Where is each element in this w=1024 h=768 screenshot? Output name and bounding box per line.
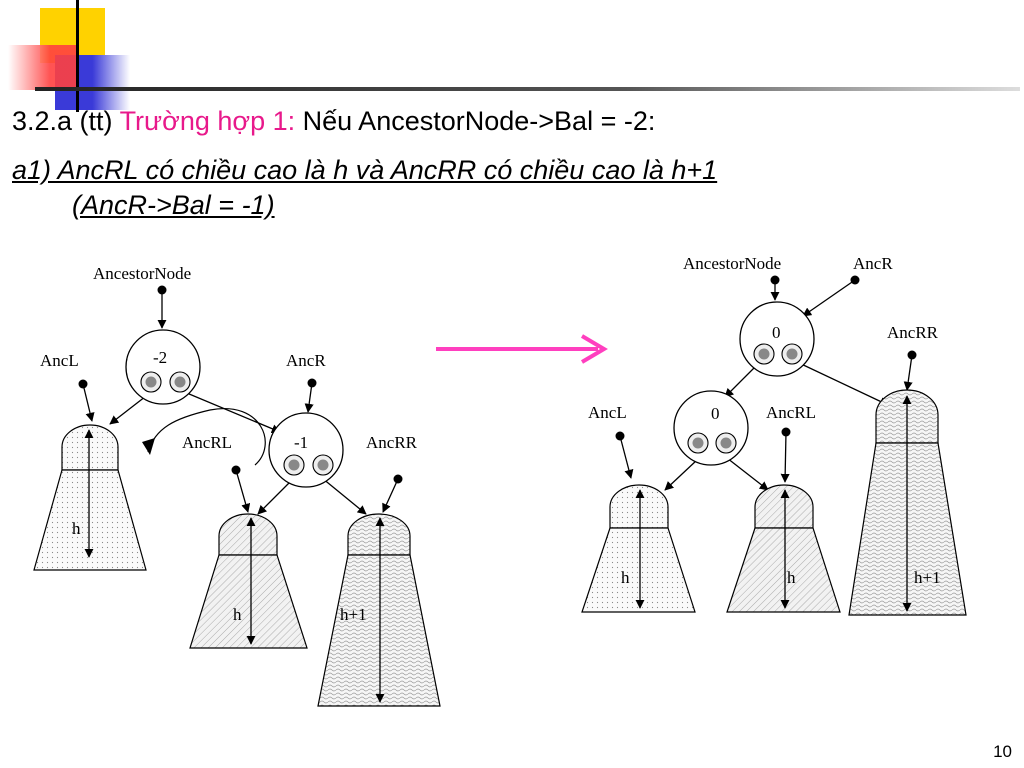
ptr-after-ancrr-line: [903, 354, 913, 391]
label-after-ancr: AncR: [853, 254, 893, 273]
label-before-ancl: AncL: [40, 351, 79, 370]
label-before-ancestor: AncestorNode: [93, 264, 191, 283]
label-before-ancrr: AncRR: [366, 433, 418, 452]
height-before-ancl: h: [72, 519, 81, 538]
height-after-ancrr: h+1: [914, 568, 941, 587]
label-after-ancrr: AncRR: [887, 323, 939, 342]
ptr-after-ancestor-dot: [770, 275, 780, 285]
balance-after-left: 0: [711, 404, 720, 423]
heading-prefix: 3.2.a (tt): [12, 106, 113, 136]
transform-arrowhead: [580, 334, 608, 364]
heading-case: Trường hợp 1:: [119, 106, 296, 136]
balance-before-ancestor: -2: [153, 348, 167, 367]
edge-after-left-to-ancl: [664, 459, 698, 491]
subtree-after-ancl: [581, 484, 696, 613]
subtree-ancl: [33, 424, 147, 571]
ptr-after-ancrl-line: [780, 431, 790, 483]
subtree-ancrr: [317, 513, 441, 707]
node-ancestor: [125, 329, 201, 405]
label-after-ancestor: AncestorNode: [683, 254, 781, 273]
edge-after-left-to-ancrl: [726, 457, 769, 491]
deco-horizontal-line: [35, 87, 1020, 91]
edge-ancr-to-ancrr: [321, 477, 367, 515]
subtree-ancrl: [189, 513, 308, 649]
ptr-after-ancr-dot: [850, 275, 860, 285]
rotation-curve: [147, 408, 266, 466]
balance-after-root: 0: [772, 323, 781, 342]
ptr-ancr-line: [304, 382, 314, 413]
subheading-line-1: a1) AncRL có chiều cao là h và AncRR có …: [12, 155, 718, 185]
ptr-after-ancr-line: [802, 279, 856, 317]
ptr-ancrr-dot: [393, 474, 403, 484]
height-before-ancrr: h+1: [340, 605, 367, 624]
deco-red-square: [8, 45, 78, 90]
page-number: 10: [993, 742, 1012, 761]
ptr-ancrl-line: [235, 469, 251, 513]
deco-vertical-line: [76, 0, 79, 112]
node-ancr: [268, 412, 344, 488]
ptr-ancr-dot: [307, 378, 317, 388]
height-before-ancrl: h: [233, 605, 242, 624]
subtree-after-ancrl: [726, 484, 841, 613]
node-after-root: [739, 301, 815, 377]
ptr-after-ancrl-dot: [781, 427, 791, 437]
ptr-ancestor-dot: [157, 285, 167, 295]
label-before-ancr: AncR: [286, 351, 326, 370]
rotation-arrowhead: [142, 438, 155, 455]
label-before-ancrl: AncRL: [182, 433, 232, 452]
ptr-ancrr-line: [382, 478, 399, 513]
ptr-after-ancl-line: [619, 435, 634, 479]
subheading-line-2: (AncR->Bal = -1): [72, 190, 275, 220]
height-after-ancl: h: [621, 568, 630, 587]
label-after-ancrl: AncRL: [766, 403, 816, 422]
slide-heading: 3.2.a (tt) Trường hợp 1: Nếu AncestorNod…: [12, 106, 655, 137]
heading-condition: Nếu AncestorNode->Bal = -2:: [302, 106, 656, 136]
ptr-after-ancl-dot: [615, 431, 625, 441]
edge-anc-to-ancr: [181, 390, 281, 434]
ptr-ancrl-dot: [231, 465, 241, 475]
edge-ancr-to-ancrl: [257, 479, 293, 515]
balance-before-ancr: -1: [294, 433, 308, 452]
label-after-ancl: AncL: [588, 403, 627, 422]
ptr-ancl-line: [82, 383, 95, 422]
subtree-after-ancrr: [848, 389, 967, 616]
height-after-ancrl: h: [787, 568, 796, 587]
node-after-left: [673, 390, 749, 466]
ptr-after-ancrr-dot: [907, 350, 917, 360]
ptr-ancl-dot: [78, 379, 88, 389]
edge-after-root-to-ancrr: [796, 361, 889, 406]
